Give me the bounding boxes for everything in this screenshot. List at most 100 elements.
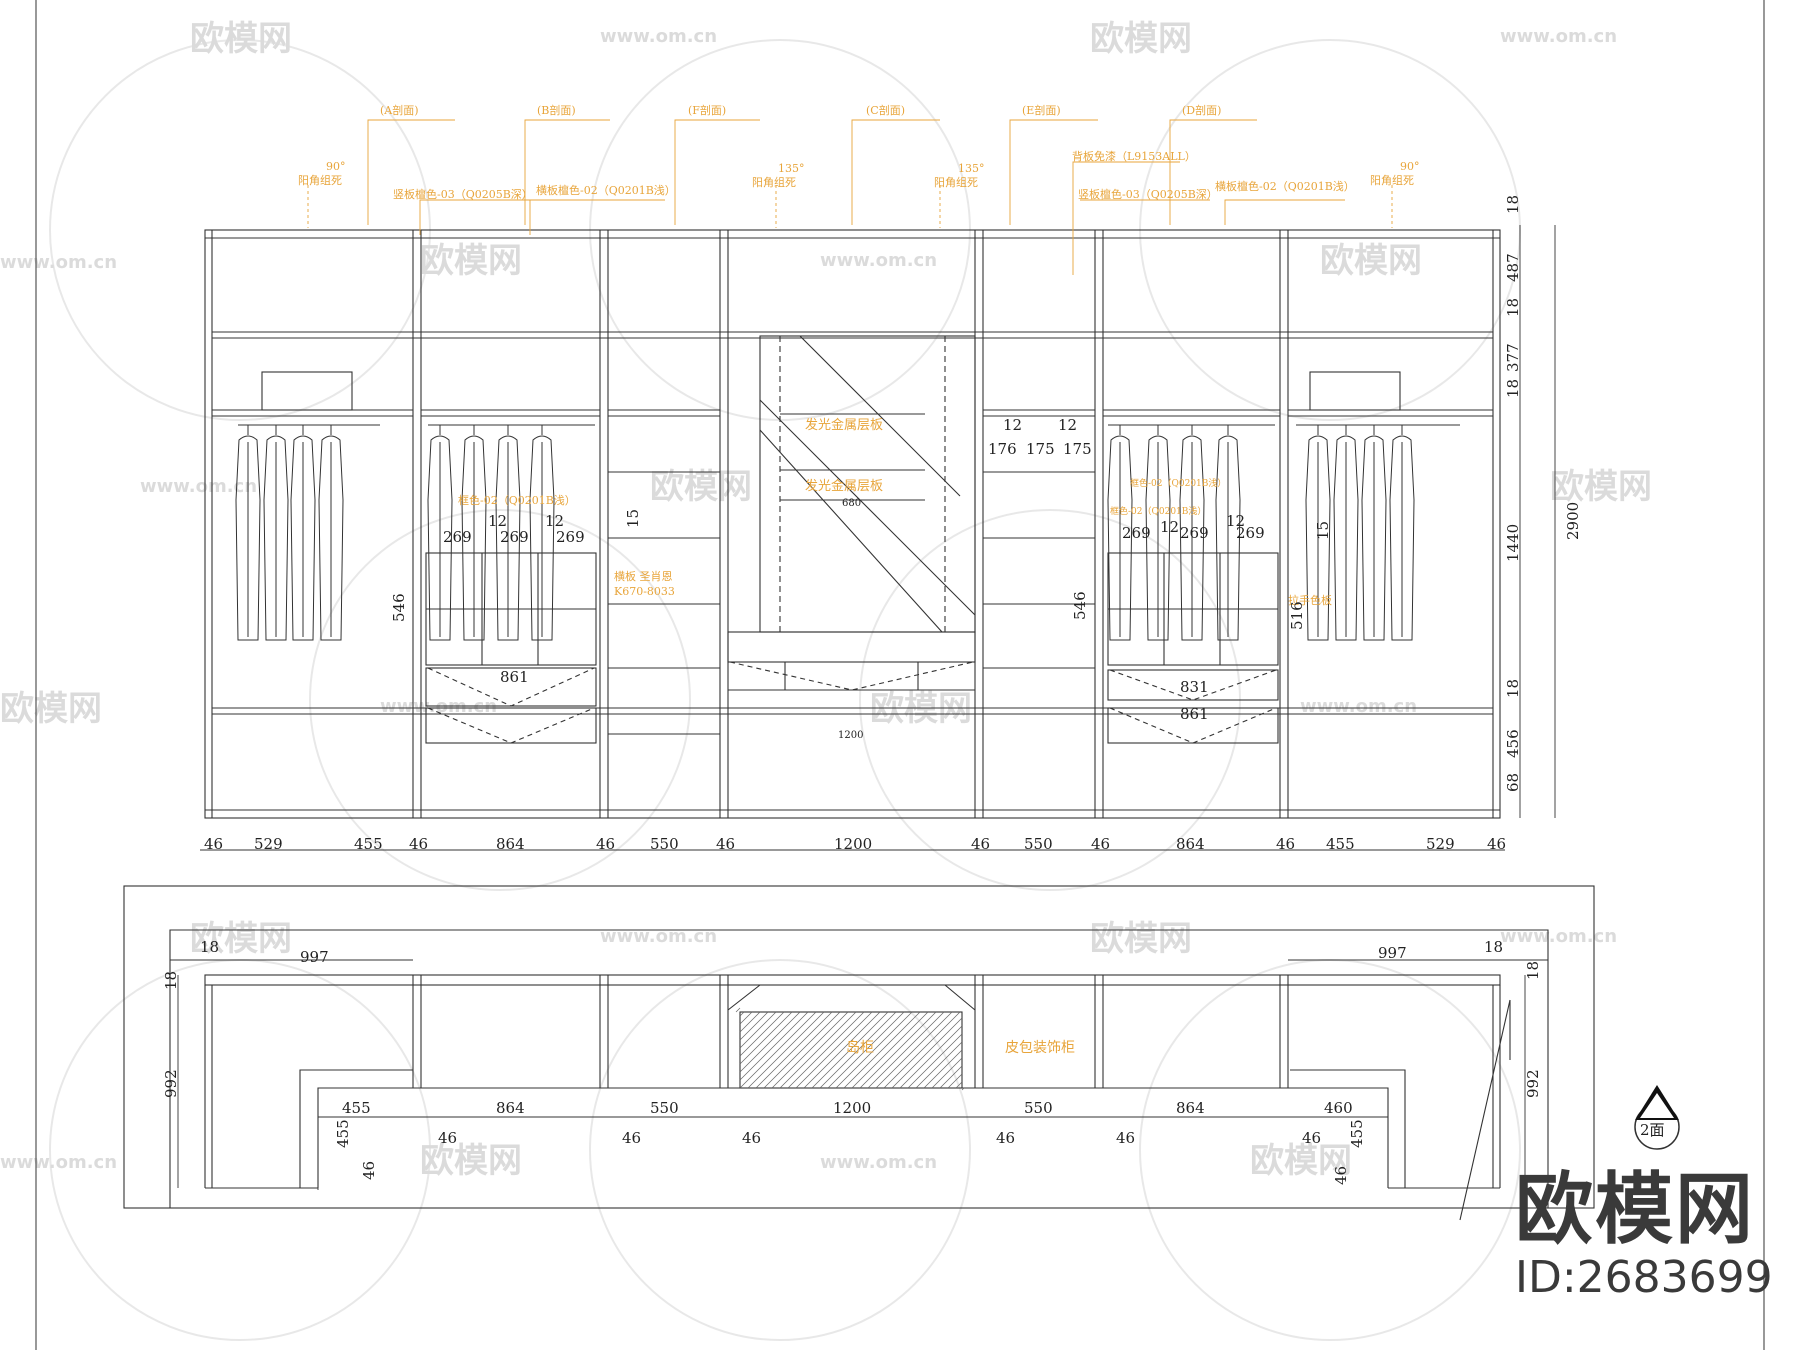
hatch-line bbox=[899, 1025, 963, 1089]
dim-value: 1200 bbox=[833, 1099, 871, 1117]
dim-value: 46 bbox=[1091, 835, 1110, 853]
glow-shelf-note: 发光金属层板 bbox=[805, 417, 883, 433]
dim-269: 269 bbox=[556, 528, 585, 546]
dim-15: 15 bbox=[1314, 521, 1332, 540]
hatch-line bbox=[739, 1011, 761, 1033]
island-label: 岛柜 bbox=[846, 1040, 874, 1056]
dim-269: 269 bbox=[1236, 524, 1265, 542]
view-label: 2面 bbox=[1640, 1121, 1665, 1139]
garment bbox=[1145, 425, 1171, 641]
drawer-part-code: K670-8033 bbox=[614, 585, 675, 598]
hatch-line bbox=[835, 1011, 913, 1089]
dimension-lines bbox=[200, 225, 1556, 851]
horizontal-panel-note: 横板檀色-02（Q0201B浅） bbox=[536, 183, 676, 197]
watermark-ring bbox=[589, 959, 971, 1341]
dim-value: 1440 bbox=[1504, 524, 1522, 562]
garment bbox=[318, 425, 344, 641]
elevation-inner-dimensions: 2900 269 12 269 12 269 15 546 861 1200 1… bbox=[390, 416, 1582, 741]
garment bbox=[1389, 425, 1415, 641]
dim-175: 175 bbox=[1026, 440, 1055, 458]
hatch-line bbox=[867, 1011, 945, 1089]
hatch-line bbox=[787, 1011, 865, 1089]
view-direction-marker: 2面 bbox=[1634, 1085, 1680, 1150]
dim-value: 46 bbox=[971, 835, 990, 853]
dim-value: 529 bbox=[1426, 835, 1455, 853]
hatch-line bbox=[955, 1081, 963, 1089]
dim-value: 864 bbox=[496, 1099, 525, 1117]
dim-46: 46 bbox=[742, 1129, 761, 1147]
garment bbox=[1107, 425, 1133, 641]
dim-12: 12 bbox=[488, 512, 507, 530]
wardrobe-plan-view bbox=[123, 885, 1595, 1221]
hatch-line bbox=[827, 1011, 905, 1089]
dim-12: 12 bbox=[1058, 416, 1077, 434]
section-tag-c: (C剖面) bbox=[866, 103, 905, 117]
watermark-url: www.om.cn bbox=[140, 476, 257, 497]
cabinet-color-note: 框色-02（Q0201B浅） bbox=[1110, 505, 1206, 517]
dim-value: 1200 bbox=[834, 835, 872, 853]
hatch-line bbox=[739, 1011, 785, 1057]
watermark-logo: 欧模网 bbox=[420, 241, 522, 281]
hanging-clothes bbox=[235, 425, 1415, 641]
dim-546: 546 bbox=[390, 593, 408, 622]
brand-watermark: 欧模网 ID:2683699 bbox=[1515, 1165, 1773, 1304]
watermark-url: www.om.cn bbox=[1300, 696, 1417, 717]
dim-value: 550 bbox=[1024, 1099, 1053, 1117]
sheet-frame bbox=[35, 0, 1765, 1350]
dim-total-height: 2900 bbox=[1564, 502, 1582, 540]
brand-name: 欧模网 bbox=[1515, 1165, 1756, 1255]
vertical-panel-note: 竖板檀色-03（Q0205B深） bbox=[1078, 187, 1218, 201]
hatch-line bbox=[739, 1011, 753, 1025]
corner-note-angle: 90° bbox=[1400, 160, 1420, 173]
dim-value: 460 bbox=[1324, 1099, 1353, 1117]
dim-269: 269 bbox=[443, 528, 472, 546]
dim-value: 46 bbox=[1487, 835, 1506, 853]
hatch-line bbox=[739, 1011, 777, 1049]
garment bbox=[290, 425, 316, 641]
dim-861: 861 bbox=[500, 668, 529, 686]
drawer-part-note: 横板 圣肖恩 bbox=[614, 569, 673, 583]
dim-value: 456 bbox=[1504, 729, 1522, 758]
watermark-ring bbox=[49, 959, 431, 1341]
hatch-line bbox=[947, 1073, 963, 1089]
watermark-logo: 欧模网 bbox=[190, 19, 292, 59]
brand-id: ID:2683699 bbox=[1515, 1252, 1773, 1303]
garment bbox=[263, 425, 289, 641]
watermark-url: www.om.cn bbox=[600, 26, 717, 47]
hatch-line bbox=[923, 1049, 963, 1089]
corner-note-text: 阳角组死 bbox=[298, 173, 342, 187]
garment bbox=[1179, 425, 1205, 641]
corner-note-angle: 90° bbox=[326, 160, 346, 173]
dim-46: 46 bbox=[360, 1161, 378, 1180]
hatch-line bbox=[755, 1011, 833, 1089]
dim-value: 68 bbox=[1504, 773, 1522, 792]
dim-value: 18 bbox=[1504, 195, 1522, 214]
garment bbox=[495, 425, 521, 641]
dim-46: 46 bbox=[1332, 1166, 1350, 1185]
dim-value: 18 bbox=[1504, 679, 1522, 698]
corner-note-angle: 135° bbox=[778, 162, 805, 175]
watermark-url: www.om.cn bbox=[0, 1152, 117, 1173]
hatch-line bbox=[819, 1011, 897, 1089]
dim-997: 997 bbox=[300, 948, 329, 966]
dim-46: 46 bbox=[622, 1129, 641, 1147]
dim-18: 18 bbox=[1484, 938, 1503, 956]
annotation-leaders bbox=[307, 119, 1393, 275]
dim-18: 18 bbox=[200, 938, 219, 956]
garment bbox=[1215, 425, 1241, 641]
watermark-layer: 欧模网 欧模网 www.om.cn www.om.cn 欧模网 欧模网 www.… bbox=[0, 19, 1652, 1341]
dim-18: 18 bbox=[1524, 961, 1542, 980]
watermark-url: www.om.cn bbox=[1500, 26, 1617, 47]
leather-cabinet-label: 皮包装饰柜 bbox=[1005, 1040, 1075, 1056]
hatch-line bbox=[811, 1011, 889, 1089]
cabinet-color-note: 框色-02（Q0201B浅） bbox=[1130, 477, 1226, 489]
dim-46: 46 bbox=[996, 1129, 1015, 1147]
dim-value: 529 bbox=[254, 835, 283, 853]
horizontal-panel-note: 横板檀色-02（Q0201B浅） bbox=[1215, 179, 1355, 193]
hatch-line bbox=[763, 1011, 841, 1089]
garment bbox=[461, 425, 487, 641]
watermark-logo: 欧模网 bbox=[1550, 467, 1652, 507]
